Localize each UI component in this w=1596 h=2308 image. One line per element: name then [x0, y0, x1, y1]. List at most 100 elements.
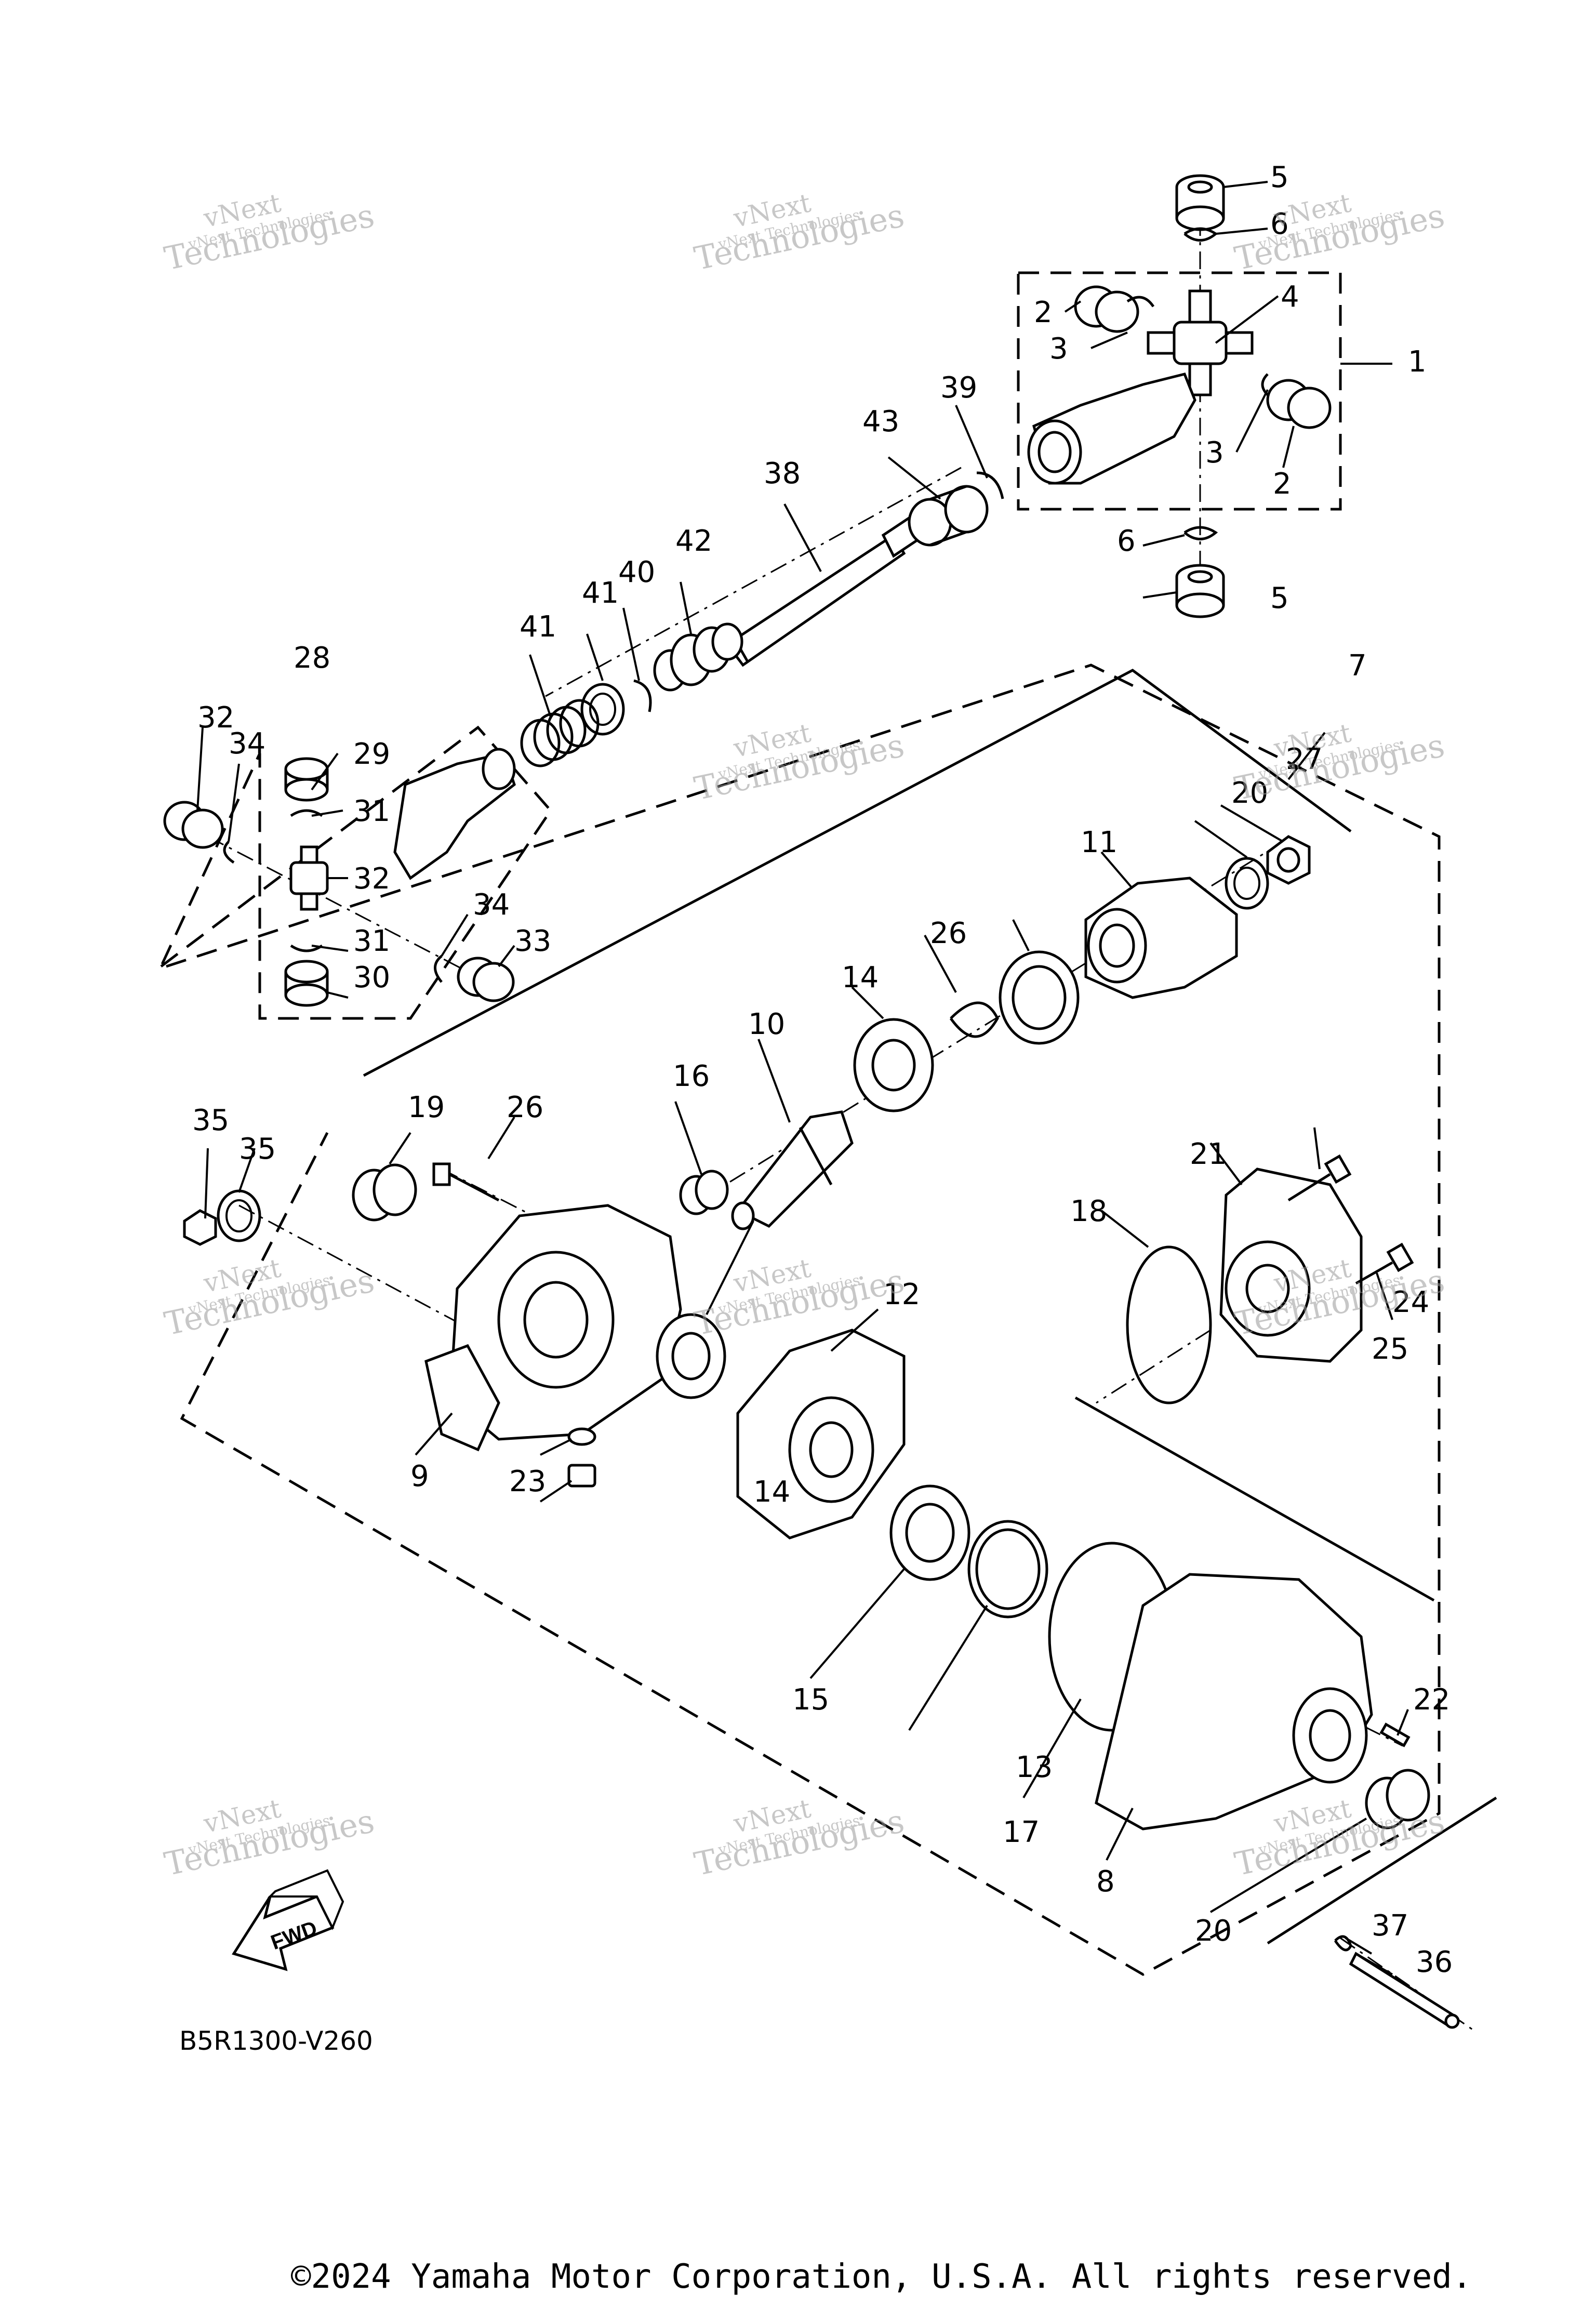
callout-2: 2 [1273, 467, 1292, 501]
collar-45 [908, 485, 989, 547]
fwd-arrow-icon: FWD [232, 1869, 344, 1971]
callout-14: 14 [753, 1475, 790, 1509]
bearing-cup-5-top [1175, 174, 1225, 231]
callout-30: 30 [353, 961, 390, 994]
leader-lines [196, 181, 1409, 1975]
callout-6: 6 [1270, 207, 1289, 241]
callout-35: 35 [239, 1132, 276, 1166]
callout-38: 38 [764, 457, 801, 490]
gear-case-9 [424, 1204, 682, 1452]
spider-4 [1147, 289, 1254, 396]
callout-31: 31 [353, 924, 390, 958]
bearing-14-lower [656, 1313, 726, 1399]
cover-box [1074, 1396, 1435, 1602]
plug-23 [567, 1464, 596, 1488]
diagram-code: B5R1300-V260 [179, 2026, 373, 2056]
callout-34: 34 [473, 888, 510, 922]
bolt-27 [432, 1162, 500, 1202]
callout-10: 10 [748, 1007, 785, 1041]
copyright-notice: ©2024 Yamaha Motor Corporation, U.S.A. A… [291, 2258, 1472, 2296]
case-box-7 [166, 664, 1441, 1976]
callout-24: 24 [1392, 1285, 1429, 1319]
callout-18: 18 [1070, 1195, 1107, 1228]
callout-41: 41 [520, 610, 556, 644]
shaft-40 [725, 512, 927, 667]
spring-43 [520, 699, 600, 767]
bearing-cup-31-bottom [284, 960, 329, 1007]
callout-26: 26 [507, 1091, 543, 1124]
joint-box-1 [1017, 271, 1342, 511]
shim-13 [967, 1520, 1048, 1619]
cover-22 [1219, 1168, 1363, 1363]
boot-44 [653, 622, 743, 692]
callout-20: 20 [1195, 1914, 1232, 1948]
assembly-outlines [159, 271, 1497, 1976]
circlip-35-right [434, 955, 443, 983]
callout-6: 6 [1117, 524, 1136, 558]
bearing-cup-34-left [163, 801, 224, 849]
callout-26: 26 [930, 917, 967, 950]
oil-seal-20-left [352, 1163, 417, 1222]
pin-38 [1349, 1952, 1460, 2029]
spider-33 [289, 845, 329, 911]
yoke-11 [1084, 877, 1238, 999]
washer-42 [582, 684, 623, 734]
callout-14: 14 [842, 961, 879, 994]
callout-5: 5 [1270, 581, 1289, 615]
callout-41: 41 [582, 576, 619, 610]
nut-36 [183, 1209, 217, 1246]
clip-39 [1334, 1935, 1352, 1952]
bearing-14-upper [853, 1018, 934, 1112]
bearing-cup-31-top [284, 757, 329, 802]
bearing-15 [889, 1484, 970, 1581]
callout-9: 9 [410, 1460, 429, 1493]
callout-39: 39 [940, 371, 977, 405]
callout-29: 29 [353, 737, 390, 771]
callout-4: 4 [1281, 280, 1299, 314]
callout-13: 13 [1016, 1750, 1053, 1784]
callout-32: 32 [197, 701, 234, 735]
callout-7: 7 [1348, 649, 1367, 683]
circlip-35-left [223, 841, 235, 864]
callout-27: 27 [1286, 742, 1323, 776]
yoke-shaft [1027, 373, 1196, 485]
callout-19: 19 [408, 1091, 445, 1124]
callout-21: 21 [1190, 1137, 1227, 1171]
dowel-24 [1379, 1722, 1411, 1747]
bearing-cup-5-bottom [1175, 564, 1225, 618]
callout-37: 37 [1372, 1909, 1408, 1943]
callout-8: 8 [1096, 1865, 1115, 1899]
washer-37 [218, 1191, 260, 1241]
o-ring-18 [1126, 1245, 1212, 1404]
bearing-cup-2-left [1074, 285, 1139, 333]
yoke-30 [393, 748, 516, 880]
callout-labels: 1223345566789101112131414151617181920202… [192, 161, 1453, 1979]
callout-43: 43 [862, 405, 899, 439]
callout-31: 31 [353, 794, 390, 828]
washer-21 [1226, 858, 1268, 908]
callout-16: 16 [673, 1059, 710, 1093]
circlip-28 [949, 1001, 999, 1038]
joint-box-30 [159, 725, 553, 1020]
oil-seal-20-right [1365, 1769, 1430, 1829]
circlip-3-left [1126, 296, 1155, 308]
circlip-41-lower [633, 679, 652, 712]
callout-2: 2 [1034, 296, 1053, 329]
gear-case-8 [1095, 1573, 1373, 1831]
callout-3: 3 [1049, 332, 1068, 366]
callout-40: 40 [618, 555, 655, 589]
callout-32: 32 [353, 862, 390, 896]
callout-34: 34 [229, 727, 265, 761]
callout-36: 36 [1416, 1945, 1453, 1979]
callout-12: 12 [883, 1278, 920, 1311]
callout-22: 22 [1413, 1683, 1450, 1717]
nut-29 [1266, 835, 1311, 885]
ring-gear-12 [736, 1329, 906, 1540]
callout-35: 35 [192, 1104, 229, 1137]
